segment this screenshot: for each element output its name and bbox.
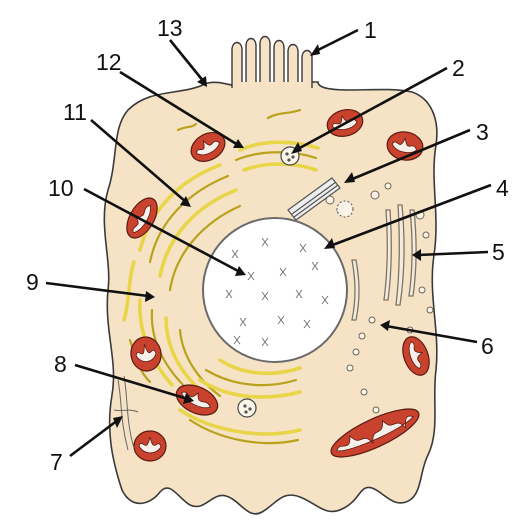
label-9: 9 [26, 269, 39, 295]
nucleus [203, 218, 347, 362]
label-7: 7 [50, 449, 63, 475]
peroxisome [238, 399, 256, 417]
label-1: 1 [364, 17, 377, 43]
label-5: 5 [492, 239, 505, 265]
label-8: 8 [54, 351, 67, 377]
label-13: 13 [157, 15, 183, 41]
label-12: 12 [96, 49, 122, 75]
label-10: 10 [48, 175, 74, 201]
label-3: 3 [476, 119, 489, 145]
label-4: 4 [496, 175, 509, 201]
label-2: 2 [452, 55, 465, 81]
mitochondrion [134, 431, 166, 461]
label-6: 6 [481, 333, 494, 359]
microvilli-base [233, 82, 311, 92]
microvilli [232, 37, 312, 89]
label-11: 11 [63, 99, 87, 125]
